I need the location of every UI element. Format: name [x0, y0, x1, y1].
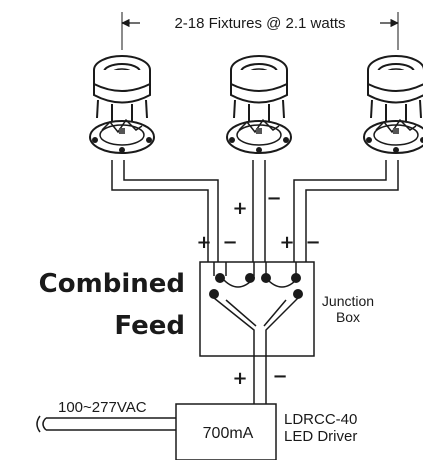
fixture-right	[363, 55, 423, 154]
polarity-plus-left: +	[196, 232, 211, 253]
input-voltage-label: 100~277VAC	[58, 399, 147, 416]
fixture-count-label: 2-18 Fixtures @ 2.1 watts	[174, 15, 345, 32]
led-driver-box	[175, 403, 277, 460]
polarity-minus-right: −	[305, 232, 320, 253]
driver-cable	[253, 356, 267, 404]
polarity-minus-left: −	[222, 232, 237, 253]
polarity-minus-driver: −	[272, 366, 287, 387]
fixture-center	[226, 55, 292, 154]
junction-terminals	[209, 273, 303, 299]
driver-current-label: 700mA	[203, 425, 254, 442]
title-combined: Combined	[39, 269, 185, 299]
junction-box-label-2: Box	[336, 309, 360, 325]
fixture-left	[89, 55, 155, 154]
polarity-plus-driver: +	[232, 368, 247, 389]
title-feed: Feed	[114, 311, 185, 341]
fixture-cables	[111, 160, 399, 262]
fixture-span-arrow	[121, 12, 399, 50]
polarity-plus-right: +	[279, 232, 294, 253]
junction-box-label-1: Junction	[322, 293, 374, 309]
driver-type-label: LED Driver	[284, 428, 357, 445]
driver-model-label: LDRCC-40	[284, 411, 357, 428]
polarity-plus-center: +	[232, 198, 247, 219]
input-cable	[36, 415, 176, 433]
polarity-minus-center: −	[266, 188, 281, 209]
